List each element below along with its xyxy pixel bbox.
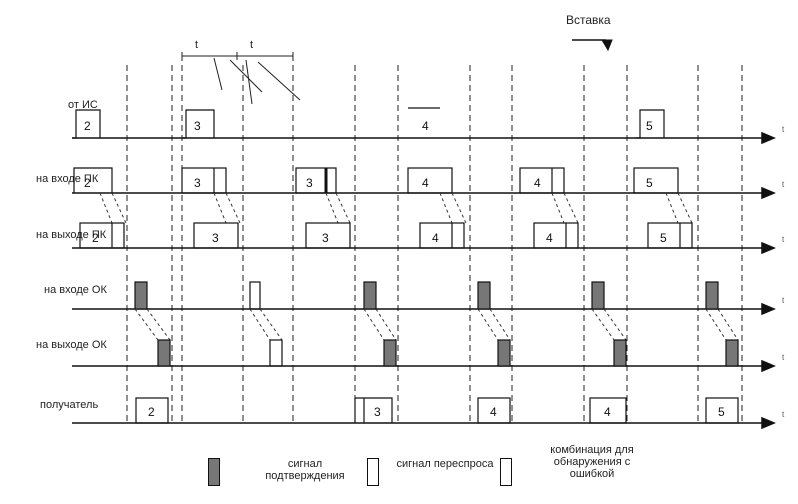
block-pkout-3b: 3 [322,231,329,245]
timing-bracket [181,52,301,105]
row-ok-out-signals [157,339,739,367]
block-source-4: 4 [422,119,429,133]
row-pk-out-blocks [79,222,693,249]
row-label-source: от ИС [68,99,98,111]
row-label-pk-out: на выходе ПК [36,229,107,241]
svg-text:t: t [782,410,785,419]
block-recv-2: 2 [148,405,155,419]
row-ok-in-signals [134,281,719,310]
block-recv-3: 3 [374,405,381,419]
block-recv-5: 5 [718,405,725,419]
block-recv-4a: 4 [490,405,497,419]
transfer-lines-pk [99,192,693,224]
guide-lines [126,55,743,425]
block-pkin-4b: 4 [534,176,541,190]
svg-text:t: t [782,180,785,189]
svg-text:t: t [782,296,785,305]
svg-text:t: t [782,353,785,362]
block-source-2: 2 [84,119,91,133]
block-pkout-5: 5 [660,231,667,245]
block-pkin-3b: 3 [306,176,313,190]
block-pkin-3a: 3 [194,176,201,190]
row-receiver-blocks [135,397,739,424]
legend-ack-label: сигнал подтверждения [265,458,345,482]
block-pkout-2: 2 [92,231,99,245]
block-pkin-4a: 4 [422,176,429,190]
legend-nack-swatch [367,458,379,486]
block-pkout-4a: 4 [432,231,439,245]
axis-tick-marks: t t t t t t [782,125,785,419]
block-pkout-4b: 4 [546,231,553,245]
row-labels: от ИС на входе ПК на выходе ПК на входе … [36,99,107,411]
block-pkin-2: 2 [84,176,91,190]
svg-text:t: t [782,125,785,134]
t1-label: t [195,39,198,51]
row-label-ok-in: на входе ОК [44,284,107,296]
row-label-pk-in: на входе ПК [36,173,99,185]
block-source-3: 3 [194,119,201,133]
legend-nack-label: сигнал переспроса [396,458,494,470]
t2-label: t [250,39,253,51]
block-pkout-3a: 3 [212,231,219,245]
legend-ack-swatch [208,458,220,486]
row-source-blocks [72,107,665,139]
legend-error-swatch [500,458,512,486]
block-pkin-5: 5 [646,176,653,190]
block-recv-4b: 4 [604,405,611,419]
row-pk-in-blocks [73,167,679,194]
transfer-lines-ok [134,308,739,341]
svg-text:t: t [782,235,785,244]
row-label-ok-out: на выходе ОК [36,339,107,351]
insert-arrow-icon [572,39,613,52]
legend-error-label: комбинация для обнаружения с ошибкой [550,444,634,480]
block-source-5: 5 [646,119,653,133]
insert-title: Вставка [566,13,611,27]
row-label-receiver: получатель [40,399,98,411]
